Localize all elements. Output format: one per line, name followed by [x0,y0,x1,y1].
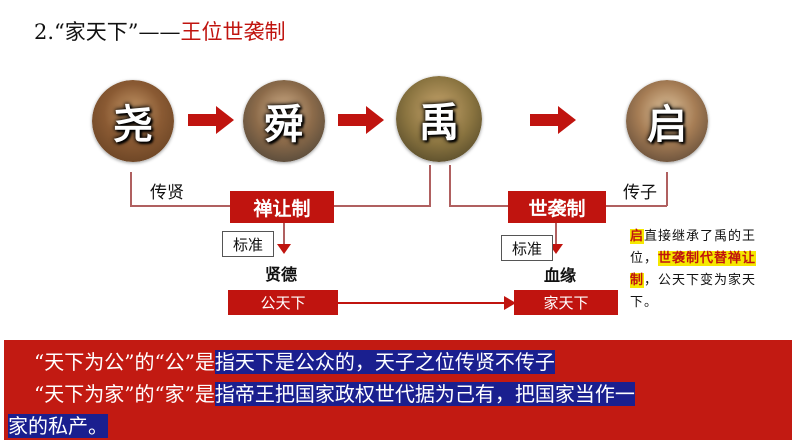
portrait-image [243,80,325,162]
explanation-panel: “天下为公”的“公”是指天下是公众的，天子之位传贤不传子 “天下为家”的“家”是… [4,340,792,440]
ruler-name: 舜 [264,101,304,148]
panel-line-1: “天下为公”的“公”是指天下是公众的，天子之位传贤不传子 [34,346,555,375]
arrow-right-icon [530,106,576,134]
bracket-line [283,222,285,248]
title-number: 2. [34,20,55,44]
panel-line2-b: 指帝王把国家政权世代据为己有，把国家当作一 [214,382,635,406]
portrait-image [92,80,174,162]
arrow-right-icon [188,106,234,134]
branch-label-right: 传子 [623,183,657,203]
result-box-right: 家天下 [514,290,618,315]
system-box-shixi: 世袭制 [508,191,606,223]
result-box-left: 公天下 [228,290,338,315]
panel-line3: 家的私产。 [8,414,108,438]
panel-line1-b: 指天下是公众的，天子之位传贤不传子 [214,350,555,374]
ruler-name: 尧 [113,101,153,148]
ruler-name: 启 [647,101,687,148]
branch-label-left: 传贤 [150,183,184,203]
note-part4: ，公天下变为家天下。 [630,273,757,310]
standard-label-left: 标准 [222,231,274,257]
standard-value-left: 贤德 [258,262,304,284]
bracket-line [555,222,557,248]
bracket-line [449,165,451,207]
arrow-right-icon [504,296,516,310]
title-highlight: 王位世袭制 [180,20,286,44]
bracket-line [429,165,431,207]
portrait-image [626,80,708,162]
ruler-name: 禹 [419,99,459,146]
panel-line1-a: “天下为公”的“公”是 [34,350,215,374]
bracket-line [666,172,668,206]
portrait-qi: 启 [626,80,708,162]
note-part2: 直接继承了禹的王位， [630,229,757,266]
panel-line-3: 家的私产。 [8,410,108,439]
slide-title: 2.“家天下”——王位世袭制 [34,16,286,46]
panel-line-2: “天下为家”的“家”是指帝王把国家政权世代据为己有，把国家当作一 [34,378,635,407]
portrait-image [396,76,482,162]
note-part1: 启 [630,229,645,244]
portrait-yu: 禹 [396,76,482,162]
standard-label-right: 标准 [501,235,553,261]
title-prefix: “家天下”—— [54,20,181,44]
system-box-shanrang: 禅让制 [230,191,334,223]
arrow-down-icon [277,244,291,254]
portrait-yao: 尧 [92,80,174,162]
bracket-line [130,172,132,206]
arrow-right-icon [338,106,384,134]
portrait-shun: 舜 [243,80,325,162]
standard-value-right: 血缘 [537,263,583,285]
result-arrow-line [338,302,508,304]
side-note: 启直接继承了禹的王位，世袭制代替禅让制，公天下变为家天下。 [630,226,782,314]
panel-line2-a: “天下为家”的“家”是 [34,382,215,406]
